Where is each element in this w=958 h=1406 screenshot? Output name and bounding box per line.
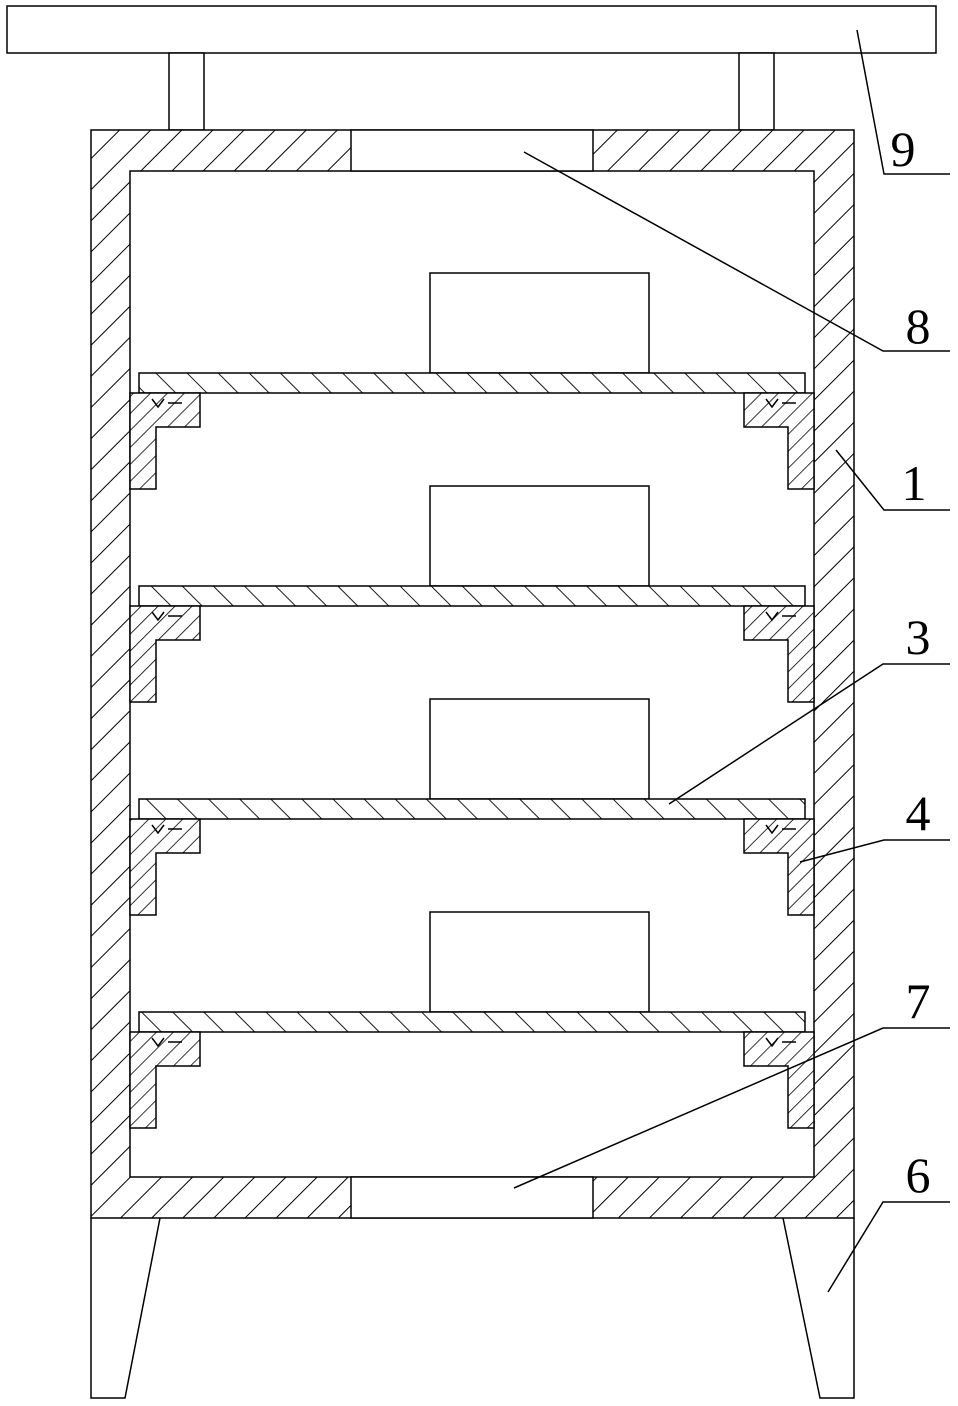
label-6: 6 — [906, 1147, 931, 1203]
latch-left-3 — [151, 824, 182, 835]
shelf-tray-2 — [138, 585, 806, 607]
label-3: 3 — [906, 609, 931, 665]
leg-right — [782, 1217, 855, 1399]
bracket-right-3 — [743, 818, 815, 916]
latch-left-2 — [151, 611, 182, 622]
top-post-left — [168, 52, 205, 131]
top-plate — [6, 5, 937, 54]
leader-4 — [799, 839, 950, 863]
leader-3 — [668, 663, 950, 805]
label-1: 1 — [902, 455, 927, 511]
label-4: 4 — [906, 785, 931, 841]
shelf-item-4 — [429, 911, 650, 1013]
latch-left-1 — [151, 398, 182, 409]
shelf-tray-1 — [138, 372, 806, 394]
leg-left — [90, 1217, 161, 1399]
shelf-tray-4 — [138, 1011, 806, 1033]
label-9: 9 — [891, 121, 916, 177]
shelf-item-1 — [429, 272, 650, 374]
bracket-right-4 — [743, 1031, 815, 1129]
bracket-right-2 — [743, 605, 815, 703]
bracket-left-4 — [129, 1031, 201, 1129]
bracket-left-1 — [129, 392, 201, 490]
bracket-right-1 — [743, 392, 815, 490]
top-post-right — [738, 52, 775, 131]
leader-7 — [513, 1027, 950, 1189]
bracket-left-3 — [129, 818, 201, 916]
latch-right-1 — [765, 398, 796, 409]
shelves-group — [129, 272, 815, 1129]
leader-6 — [827, 1201, 950, 1293]
label-7: 7 — [906, 973, 931, 1029]
shelf-item-3 — [429, 698, 650, 800]
shelf-tray-3 — [138, 798, 806, 820]
label-8: 8 — [906, 298, 931, 354]
shelf-item-2 — [429, 485, 650, 587]
top-opening — [350, 129, 594, 172]
leader-8 — [523, 151, 950, 352]
leader-9 — [856, 29, 950, 175]
leader-1 — [835, 449, 950, 511]
bracket-left-2 — [129, 605, 201, 703]
latch-right-2 — [765, 611, 796, 622]
latch-right-3 — [765, 824, 796, 835]
bottom-opening — [350, 1176, 594, 1219]
latch-left-4 — [151, 1037, 182, 1048]
latch-right-4 — [765, 1037, 796, 1048]
leader-lines — [513, 29, 950, 1293]
